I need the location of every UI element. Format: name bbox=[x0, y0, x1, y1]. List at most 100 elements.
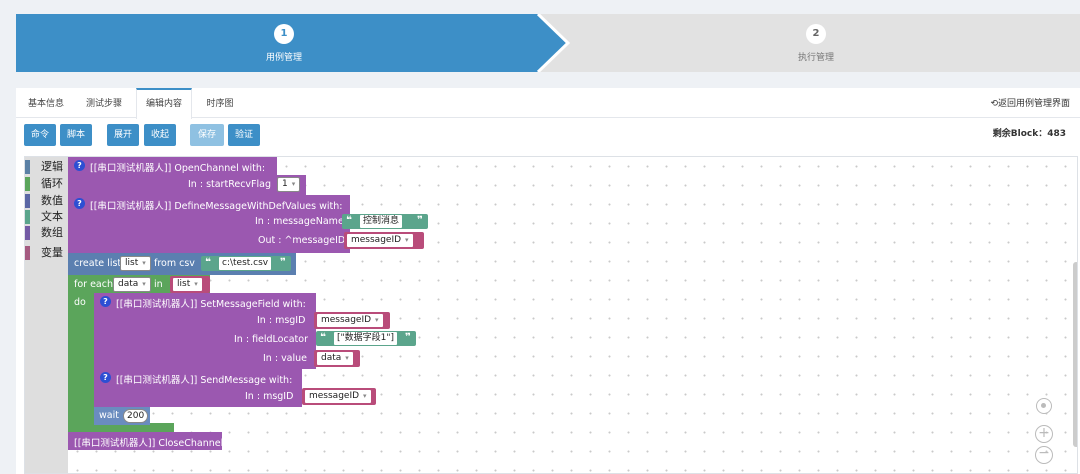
block-label: wait bbox=[99, 410, 119, 421]
block-title: [[串口测试机器人]] CloseChannel bbox=[74, 438, 224, 449]
tab-sequence-diagram[interactable]: 时序图 bbox=[206, 99, 234, 109]
dropdown-arrow-icon: ▾ bbox=[142, 280, 146, 288]
param-label: In : msgID bbox=[245, 391, 294, 402]
variable-dropdown[interactable]: messageID▾ bbox=[347, 234, 413, 247]
wait-duration-input[interactable]: 200 bbox=[123, 409, 149, 423]
variable-dropdown[interactable]: list▾ bbox=[173, 278, 202, 291]
category-label: 逻辑 bbox=[41, 160, 63, 173]
quote-open-icon: ❝ bbox=[205, 257, 211, 268]
toolbox-category-text[interactable]: 文本 bbox=[25, 209, 68, 225]
block-label: from csv bbox=[154, 258, 195, 269]
block-canvas[interactable]: ? [[串口测试机器人]] OpenChannel with: In : sta… bbox=[68, 157, 1077, 473]
script-button[interactable]: 脚本 bbox=[60, 124, 92, 146]
quote-open-icon: ❝ bbox=[346, 215, 352, 226]
category-label: 文本 bbox=[41, 210, 63, 223]
tab-basic-info[interactable]: 基本信息 bbox=[27, 99, 64, 109]
string-value[interactable]: c:\test.csv bbox=[219, 257, 272, 270]
category-label: 数值 bbox=[41, 194, 63, 207]
variable-name: list bbox=[177, 279, 191, 289]
wait-block[interactable]: wait 200 bbox=[94, 407, 150, 425]
back-link-label: 返回用例管理界面 bbox=[997, 99, 1070, 109]
workspace-scrollbar[interactable] bbox=[1073, 262, 1077, 447]
toolbox-category-array[interactable]: 数组 bbox=[25, 225, 68, 241]
zoom-in-icon[interactable]: + bbox=[1035, 425, 1053, 443]
toolbox-category-number[interactable]: 数值 bbox=[25, 193, 68, 209]
dropdown-value: 1 bbox=[282, 179, 288, 189]
param-label: In : value bbox=[263, 353, 308, 364]
toolbox-category-loop[interactable]: 循环 bbox=[25, 176, 68, 192]
dropdown-arrow-icon: ▾ bbox=[291, 180, 296, 188]
variable-dropdown[interactable]: messageID▾ bbox=[317, 314, 383, 327]
help-icon[interactable]: ? bbox=[100, 372, 111, 383]
step-label: 用例管理 bbox=[265, 52, 302, 63]
variable-name: data bbox=[118, 279, 139, 289]
step-execution-management[interactable]: 2 执行管理 bbox=[716, 14, 916, 72]
csv-path-string[interactable]: ❝ c:\test.csv ❞ bbox=[201, 256, 291, 271]
category-color-bar bbox=[25, 194, 30, 208]
help-icon[interactable]: ? bbox=[74, 198, 85, 209]
dropdown-arrow-icon: ▾ bbox=[345, 354, 349, 362]
send-message-block-header[interactable]: ? [[串口测试机器人]] SendMessage with: bbox=[94, 369, 302, 387]
block-label: for each bbox=[74, 279, 113, 290]
zoom-out-icon[interactable]: − bbox=[1035, 446, 1053, 464]
quote-close-icon: ❞ bbox=[405, 332, 411, 343]
back-to-case-management-link[interactable]: ⟲返回用例管理界面 bbox=[990, 88, 1070, 118]
field-locator-string[interactable]: ❝ ["数据字段1"] ❞ bbox=[316, 331, 416, 346]
variable-dropdown[interactable]: data▾ bbox=[317, 352, 353, 365]
for-each-block-arm[interactable]: do bbox=[68, 295, 94, 428]
category-label: 循环 bbox=[41, 177, 63, 190]
category-color-bar bbox=[25, 160, 30, 174]
variable-name: data bbox=[321, 353, 342, 363]
variable-name: messageID bbox=[351, 235, 402, 245]
define-message-block-body[interactable]: In : messageName Out : ^messageID bbox=[68, 213, 350, 253]
category-color-bar bbox=[25, 226, 30, 240]
help-icon[interactable]: ? bbox=[74, 160, 85, 171]
msg-id-variable[interactable]: messageID▾ bbox=[302, 388, 376, 405]
variable-name: list bbox=[125, 258, 139, 268]
message-id-variable[interactable]: messageID▾ bbox=[344, 232, 424, 249]
collapse-button[interactable]: 收起 bbox=[144, 124, 176, 146]
stepper: 1 用例管理 2 执行管理 bbox=[16, 14, 1080, 72]
back-arrow-icon: ⟲ bbox=[990, 99, 998, 109]
open-channel-block-header[interactable]: ? [[串口测试机器人]] OpenChannel with: bbox=[68, 157, 277, 175]
each-variable-dropdown[interactable]: data▾ bbox=[113, 277, 151, 292]
param-label: In : messageName bbox=[255, 216, 344, 227]
start-recv-flag-dropdown[interactable]: 1▾ bbox=[277, 177, 301, 192]
help-icon[interactable]: ? bbox=[100, 296, 111, 307]
quote-open-icon: ❝ bbox=[320, 332, 326, 343]
open-channel-block-body[interactable]: In : startRecvFlag 1▾ bbox=[68, 175, 306, 195]
send-message-block-body[interactable]: In : msgID bbox=[94, 387, 302, 407]
data-variable[interactable]: data▾ bbox=[314, 350, 360, 367]
variable-name: messageID bbox=[309, 391, 360, 401]
step-number: 2 bbox=[806, 23, 826, 44]
list-variable[interactable]: list▾ bbox=[170, 276, 210, 293]
toolbox-category-variable[interactable]: 变量 bbox=[25, 245, 68, 261]
toolbox-category-logic[interactable]: 逻辑 bbox=[25, 159, 68, 175]
message-name-string[interactable]: ❝ 控制消息 ❞ bbox=[342, 214, 428, 229]
expand-button[interactable]: 展开 bbox=[107, 124, 139, 146]
param-label: In : startRecvFlag bbox=[188, 179, 272, 190]
tab-test-steps[interactable]: 测试步骤 bbox=[85, 99, 122, 109]
tab-edit-content[interactable]: 编辑内容 bbox=[136, 88, 192, 119]
string-value[interactable]: 控制消息 bbox=[360, 215, 403, 228]
recenter-icon[interactable] bbox=[1036, 398, 1052, 414]
set-message-field-block-body[interactable]: In : msgID In : fieldLocator In : value bbox=[94, 311, 316, 369]
save-button[interactable]: 保存 bbox=[190, 124, 224, 146]
msg-id-variable[interactable]: messageID▾ bbox=[314, 312, 390, 329]
verify-button[interactable]: 验证 bbox=[228, 124, 260, 146]
step-case-management[interactable]: 1 用例管理 bbox=[184, 14, 384, 72]
block-title: [[串口测试机器人]] OpenChannel with: bbox=[90, 163, 266, 174]
set-message-field-block-header[interactable]: ? [[串口测试机器人]] SetMessageField with: bbox=[94, 293, 316, 311]
list-variable-dropdown[interactable]: list▾ bbox=[120, 256, 151, 271]
category-color-bar bbox=[25, 177, 30, 191]
variable-dropdown[interactable]: messageID▾ bbox=[305, 390, 371, 403]
category-color-bar bbox=[25, 210, 30, 224]
command-button[interactable]: 命令 bbox=[24, 124, 56, 146]
do-label: do bbox=[74, 297, 86, 308]
blockly-workspace: 逻辑 循环 数值 文本 数组 变量 ? [[串口测试机器人]] OpenChan… bbox=[24, 156, 1078, 474]
define-message-block-header[interactable]: ? [[串口测试机器人]] DefineMessageWithDefValues… bbox=[68, 195, 350, 213]
string-value[interactable]: ["数据字段1"] bbox=[334, 332, 398, 345]
for-each-block-footer[interactable] bbox=[68, 423, 174, 432]
close-channel-block[interactable]: [[串口测试机器人]] CloseChannel bbox=[68, 432, 224, 450]
block-title: [[串口测试机器人]] SetMessageField with: bbox=[116, 299, 306, 310]
